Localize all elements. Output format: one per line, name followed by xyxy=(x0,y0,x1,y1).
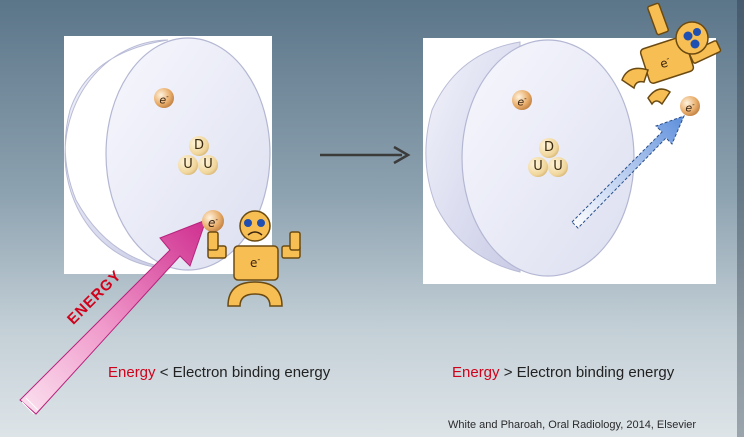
quark-up-left: U xyxy=(178,155,198,175)
right-atom-hemisphere xyxy=(425,39,635,277)
quark-down: D xyxy=(539,138,559,158)
quark-up-right: U xyxy=(548,157,568,177)
energy-arrow xyxy=(19,219,207,415)
transition-arrow xyxy=(320,145,411,165)
right-nucleus: D U U xyxy=(528,138,570,180)
flying-electron-character xyxy=(621,2,722,106)
slide-edge-strip xyxy=(737,0,744,437)
quark-down: D xyxy=(189,136,209,156)
citation: White and Pharoah, Oral Radiology, 2014,… xyxy=(448,419,697,431)
electron-label: e xyxy=(517,95,525,109)
quark-up-left: U xyxy=(528,157,548,177)
sad-character-label: e- xyxy=(250,255,260,270)
caption-left-keyword: Energy xyxy=(108,364,156,381)
left-nucleus: D U U xyxy=(178,136,220,178)
electron-charge: - xyxy=(215,216,218,224)
electron-charge: - xyxy=(524,95,527,103)
caption-right-rest: > Electron binding energy xyxy=(499,364,675,381)
caption-left: Energy < Electron binding energy xyxy=(108,364,330,381)
electron-label: e xyxy=(159,93,167,107)
electron-charge: - xyxy=(692,101,695,109)
caption-left-rest: < Electron binding energy xyxy=(155,364,331,381)
caption-right-keyword: Energy xyxy=(452,364,500,381)
electron-label: e xyxy=(208,216,216,230)
left-outer-electron: e- xyxy=(154,88,174,108)
character-charge: - xyxy=(257,255,261,264)
right-ejected-electron: e- xyxy=(680,96,700,116)
left-atom-hemisphere xyxy=(64,37,271,271)
left-inner-electron: e- xyxy=(202,210,224,232)
character-label: e xyxy=(250,256,258,270)
escape-arrow xyxy=(571,115,685,229)
quark-up-right: U xyxy=(198,155,218,175)
electron-charge: - xyxy=(166,93,169,101)
sad-electron-character xyxy=(207,210,301,307)
caption-right: Energy > Electron binding energy xyxy=(452,364,674,381)
electron-label: e xyxy=(685,101,693,115)
right-outer-electron: e- xyxy=(512,90,532,110)
